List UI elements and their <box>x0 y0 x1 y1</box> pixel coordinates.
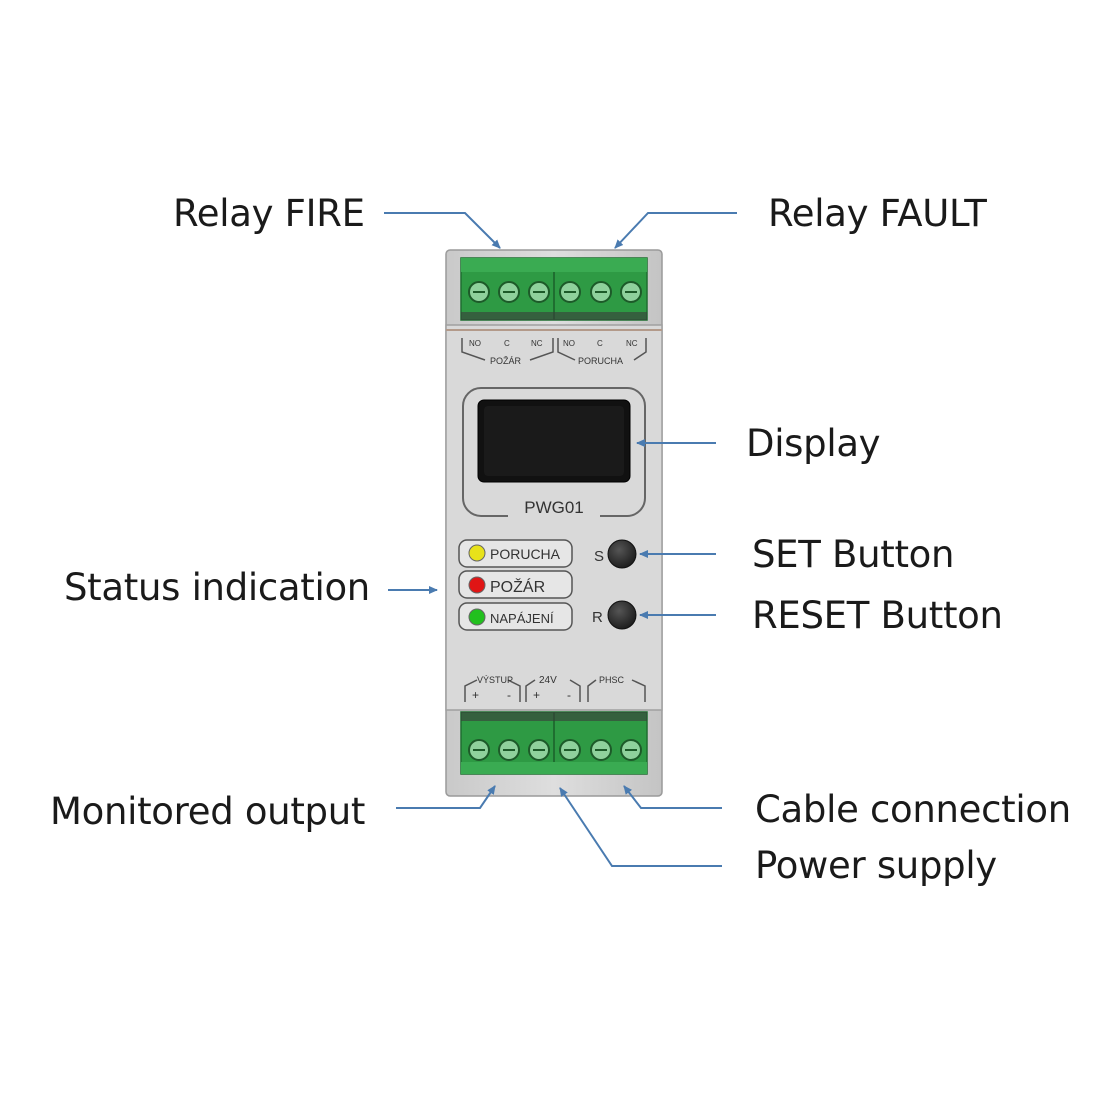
svg-text:-: - <box>507 688 511 702</box>
callout-relay-fire: Relay FIRE <box>173 192 365 235</box>
top-terminal-labels: NO C NC NO C NC POŽÁR PORUCHA <box>461 338 647 366</box>
callout-display: Display <box>746 422 881 465</box>
pin-no-fault: NO <box>563 339 575 348</box>
bottom-terminal-block <box>460 711 648 775</box>
svg-text:PORUCHA: PORUCHA <box>490 546 561 562</box>
label-phsc: PHSC <box>599 675 625 685</box>
callout-set-button: SET Button <box>752 533 955 576</box>
led-napajeni: NAPÁJENÍ <box>458 602 573 631</box>
pin-nc-fire: NC <box>531 339 543 348</box>
pin-nc-fault: NC <box>626 339 638 348</box>
callout-arrows <box>384 212 737 867</box>
callout-power-supply: Power supply <box>755 844 997 887</box>
led-porucha: PORUCHA <box>458 539 573 568</box>
svg-text:R: R <box>592 609 603 626</box>
callout-cable-connection: Cable connection <box>755 788 1071 831</box>
label-pozar-relay: POŽÁR <box>490 356 522 366</box>
display-panel: PWG01 <box>462 387 646 520</box>
arrow-relay-fire <box>384 212 501 249</box>
callout-monitored-output: Monitored output <box>50 790 366 833</box>
led-pozar: POŽÁR <box>458 570 573 599</box>
set-button[interactable]: S <box>594 539 637 569</box>
callout-status-indication: Status indication <box>64 566 370 609</box>
reset-button[interactable]: R <box>592 600 637 630</box>
pin-no-fire: NO <box>469 339 481 348</box>
pin-c-fire: C <box>504 339 510 348</box>
svg-text:+: + <box>472 688 479 702</box>
label-porucha-relay: PORUCHA <box>578 356 623 366</box>
callout-reset-button: RESET Button <box>752 594 1003 637</box>
pin-c-fault: C <box>597 339 603 348</box>
model-label: PWG01 <box>524 498 584 517</box>
top-terminal-block <box>460 257 648 321</box>
arrow-power-supply <box>559 787 722 867</box>
arrow-monitored-output <box>396 785 496 809</box>
callout-relay-fault: Relay FAULT <box>768 192 987 235</box>
svg-text:S: S <box>594 548 604 565</box>
arrow-cable-connection <box>623 785 722 809</box>
svg-text:POŽÁR: POŽÁR <box>490 577 545 596</box>
label-vystup: VÝSTUP <box>477 675 513 685</box>
arrow-relay-fault <box>614 212 737 249</box>
svg-text:-: - <box>567 688 571 702</box>
bottom-terminal-labels: VÝSTUP 24V PHSC + - + - <box>464 675 646 702</box>
svg-text:NAPÁJENÍ: NAPÁJENÍ <box>490 611 554 626</box>
status-leds: PORUCHA POŽÁR NAPÁJENÍ <box>458 539 573 631</box>
svg-text:+: + <box>533 688 540 702</box>
label-24v: 24V <box>539 675 557 686</box>
device-housing <box>445 249 663 797</box>
